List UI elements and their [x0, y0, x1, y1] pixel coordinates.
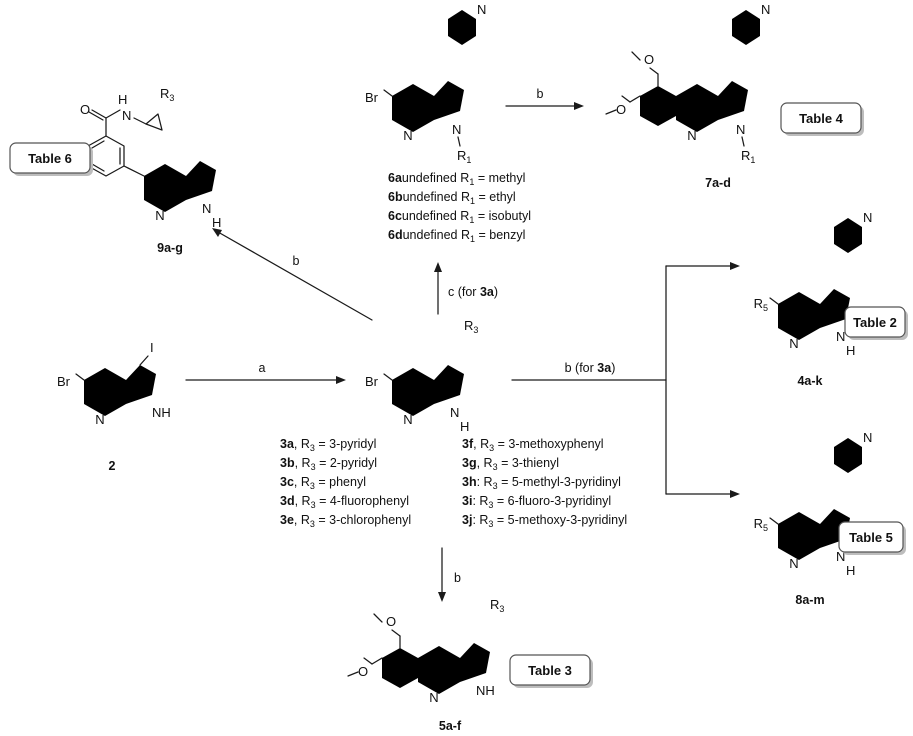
table-3-box: Table 3 [509, 654, 593, 688]
substituent-entry-3h: 3h: R3 = 5-methyl-3-pyridinyl [462, 475, 621, 491]
arrowhead-b-to-7 [574, 102, 584, 110]
substituent-entry-6d: 6dundefined R1 = benzyl [388, 228, 525, 244]
pyrrole-n-7: N [736, 122, 745, 137]
pyridine-n-4: N [789, 336, 798, 351]
r5-label-4: R5 [754, 296, 768, 313]
pyrrole-n-6: N [452, 122, 461, 137]
r3-label-5: R3 [490, 597, 504, 614]
compound-7: O O N N R1 N [605, 2, 770, 165]
substituent-entry-6b: 6bundefined R1 = ethyl [388, 190, 516, 206]
pyridine-n-9: N [155, 208, 164, 223]
table-6-label: Table 6 [28, 151, 72, 166]
compound-label-2: 2 [109, 459, 116, 473]
substituent-entry-3g: 3g, R3 = 3-thienyl [462, 456, 559, 472]
list-3-right: 3f, R3 = 3-methoxyphenyl 3g, R3 = 3-thien… [462, 437, 627, 529]
table-3-label: Table 3 [528, 663, 572, 678]
compound-label-9: 9a-g [157, 241, 183, 255]
bromo-atom-2: Br [57, 374, 71, 389]
pyridyl-n-8: N [863, 430, 872, 445]
methoxy-o-bottom-5: O [358, 664, 368, 679]
pyridyl-n-4: N [863, 210, 872, 225]
reaction-arrows [185, 102, 740, 602]
arrow-label-c: c (for 3a) [448, 285, 498, 299]
methoxy-o-top-7: O [644, 52, 654, 67]
pyridine-n-3: N [403, 412, 412, 427]
compound-6: Br N N R1 N [365, 2, 486, 165]
substituent-entry-3b: 3b, R3 = 2-pyridyl [280, 456, 377, 472]
pyrrole-h-8: H [846, 563, 855, 578]
r1-label-6: R1 [457, 148, 471, 165]
pyrrole-h-4: H [846, 343, 855, 358]
pyridine-n-2: N [95, 412, 104, 427]
pyridyl-n-7: N [761, 2, 770, 17]
table-2-label: Table 2 [853, 315, 897, 330]
pyridine-n-5: N [429, 690, 438, 705]
arrowhead-to-4 [730, 262, 740, 270]
compound-label-7: 7a-d [705, 176, 731, 190]
arrowhead-c [434, 262, 442, 272]
pyridine-n-7: N [687, 128, 696, 143]
substituent-entry-6a: 6aundefined R1 = methyl [388, 171, 525, 187]
pyrrole-n-4: N [836, 329, 845, 344]
amide-o-9: O [80, 102, 90, 117]
substituent-entry-3d: 3d, R3 = 4-fluorophenyl [280, 494, 409, 510]
arrowhead-to-8 [730, 490, 740, 498]
compound-2: Br I N NH [57, 340, 171, 427]
substituent-entry-3i: 3i: R3 = 6-fluoro-3-pyridinyl [462, 494, 611, 510]
pyrrole-nh-2: NH [152, 405, 171, 420]
table-5-label: Table 5 [849, 530, 893, 545]
table-2-box: Table 2 [844, 306, 908, 340]
r3-label-3: R3 [464, 318, 478, 335]
methoxy-o-bottom-7: O [616, 102, 626, 117]
table-6-box: Table 6 [9, 142, 93, 176]
compound-5: O O R3 N NH [347, 597, 504, 705]
compound-8: R5 N N H N [754, 430, 873, 578]
arrow-label-b-to-5: b [454, 571, 461, 585]
pyrrole-h-3: H [460, 419, 469, 434]
compound-3: Br N N H R3 [365, 318, 478, 434]
amide-h-9: H [118, 92, 127, 107]
pyridyl-n-6: N [477, 2, 486, 17]
iodo-atom-2: I [150, 340, 154, 355]
substituent-entry-3e: 3e, R3 = 3-chlorophenyl [280, 513, 411, 529]
compound-label-5: 5a-f [439, 719, 462, 733]
r1-label-7: R1 [741, 148, 755, 165]
pyrrole-n-8: N [836, 549, 845, 564]
arrow-b-to-9 [217, 231, 373, 321]
methoxy-o-top-5: O [386, 614, 396, 629]
table-5-box: Table 5 [838, 521, 906, 555]
table-4-label: Table 4 [799, 111, 844, 126]
arrow-label-a: a [259, 361, 266, 375]
pyrrole-n-9: N [202, 201, 211, 216]
pyrrole-n-3: N [450, 405, 459, 420]
table-4-box: Table 4 [780, 102, 864, 136]
substituent-entry-3a: 3a, R3 = 3-pyridyl [280, 437, 376, 453]
pyridine-n-6: N [403, 128, 412, 143]
r5-label-8: R5 [754, 516, 768, 533]
pyrrole-nh-5: NH [476, 683, 495, 698]
substituent-entry-3f: 3f, R3 = 3-methoxyphenyl [462, 437, 604, 453]
arrowhead-b-to-9 [212, 228, 222, 237]
compound-label-4: 4a-k [797, 374, 822, 388]
list-3-left: 3a, R3 = 3-pyridyl 3b, R3 = 2-pyridyl 3c, … [280, 437, 411, 529]
substituent-entry-6c: 6cundefined R1 = isobutyl [388, 209, 531, 225]
pyridine-n-8: N [789, 556, 798, 571]
list-6: 6aundefined R1 = methyl 6bundefined R1 = … [388, 171, 531, 244]
bromo-atom-6: Br [365, 90, 379, 105]
compound-label-8: 8a-m [795, 593, 824, 607]
amide-n-9: N [122, 108, 131, 123]
compound-9: O H N R3 N N H [80, 86, 221, 230]
arrow-label-b-to-7: b [537, 87, 544, 101]
r3-label-9: R3 [160, 86, 174, 103]
arrowhead-a [336, 376, 346, 384]
arrow-label-b-3a: b (for 3a) [565, 361, 616, 375]
substituent-entry-3c: 3c, R3 = phenyl [280, 475, 366, 491]
substituent-entry-3j: 3j: R3 = 5-methoxy-3-pyridinyl [462, 513, 627, 529]
compound-4: R5 N N H N [754, 210, 873, 358]
pyrrole-h-9: H [212, 215, 221, 230]
arrowhead-b-to-5 [438, 592, 446, 602]
bromo-atom-3: Br [365, 374, 379, 389]
arrow-label-b-to-9: b [293, 254, 300, 268]
